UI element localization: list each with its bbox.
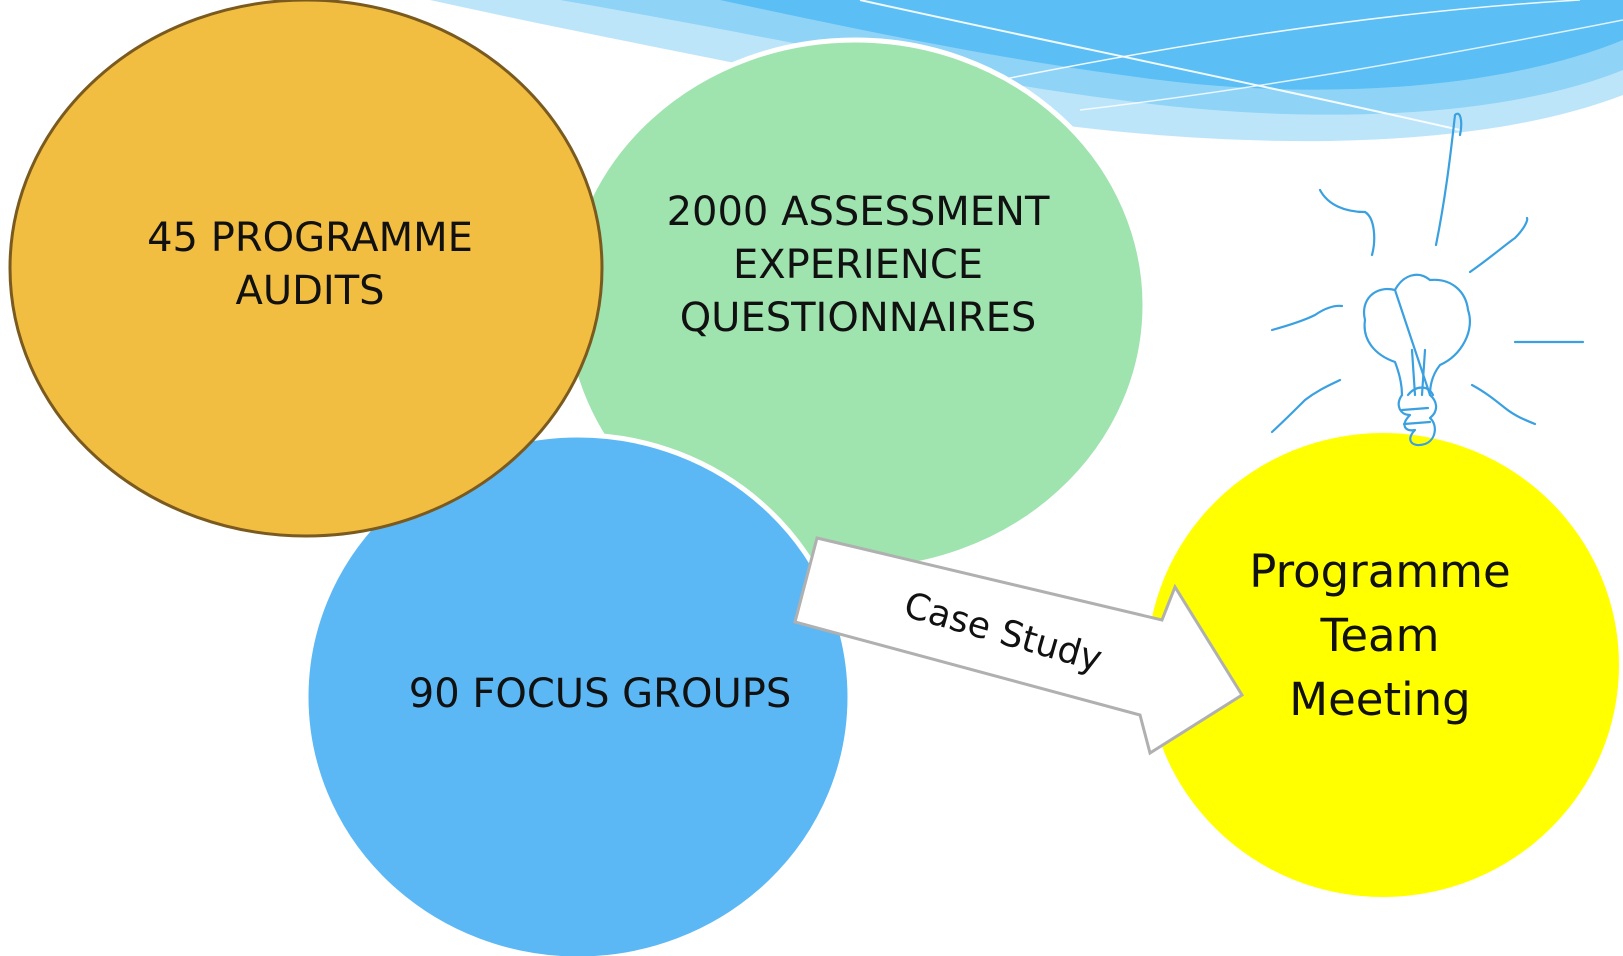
wave-banner <box>430 0 1623 142</box>
questionnaires-label: 2000 ASSESSMENT EXPERIENCE QUESTIONNAIRE… <box>666 189 1050 341</box>
team-meeting-node <box>1147 433 1619 897</box>
team-meeting-label: Programme Team Meeting <box>1249 545 1511 726</box>
case-study-arrow <box>793 536 1245 756</box>
focus-groups-node <box>303 432 853 956</box>
programme-audits-label: 45 PROGRAMME AUDITS <box>147 215 473 314</box>
focus-groups-label: 90 FOCUS GROUPS <box>408 671 792 717</box>
lightbulb-sketch-icon <box>1270 112 1585 447</box>
programme-audits-node <box>8 0 604 538</box>
